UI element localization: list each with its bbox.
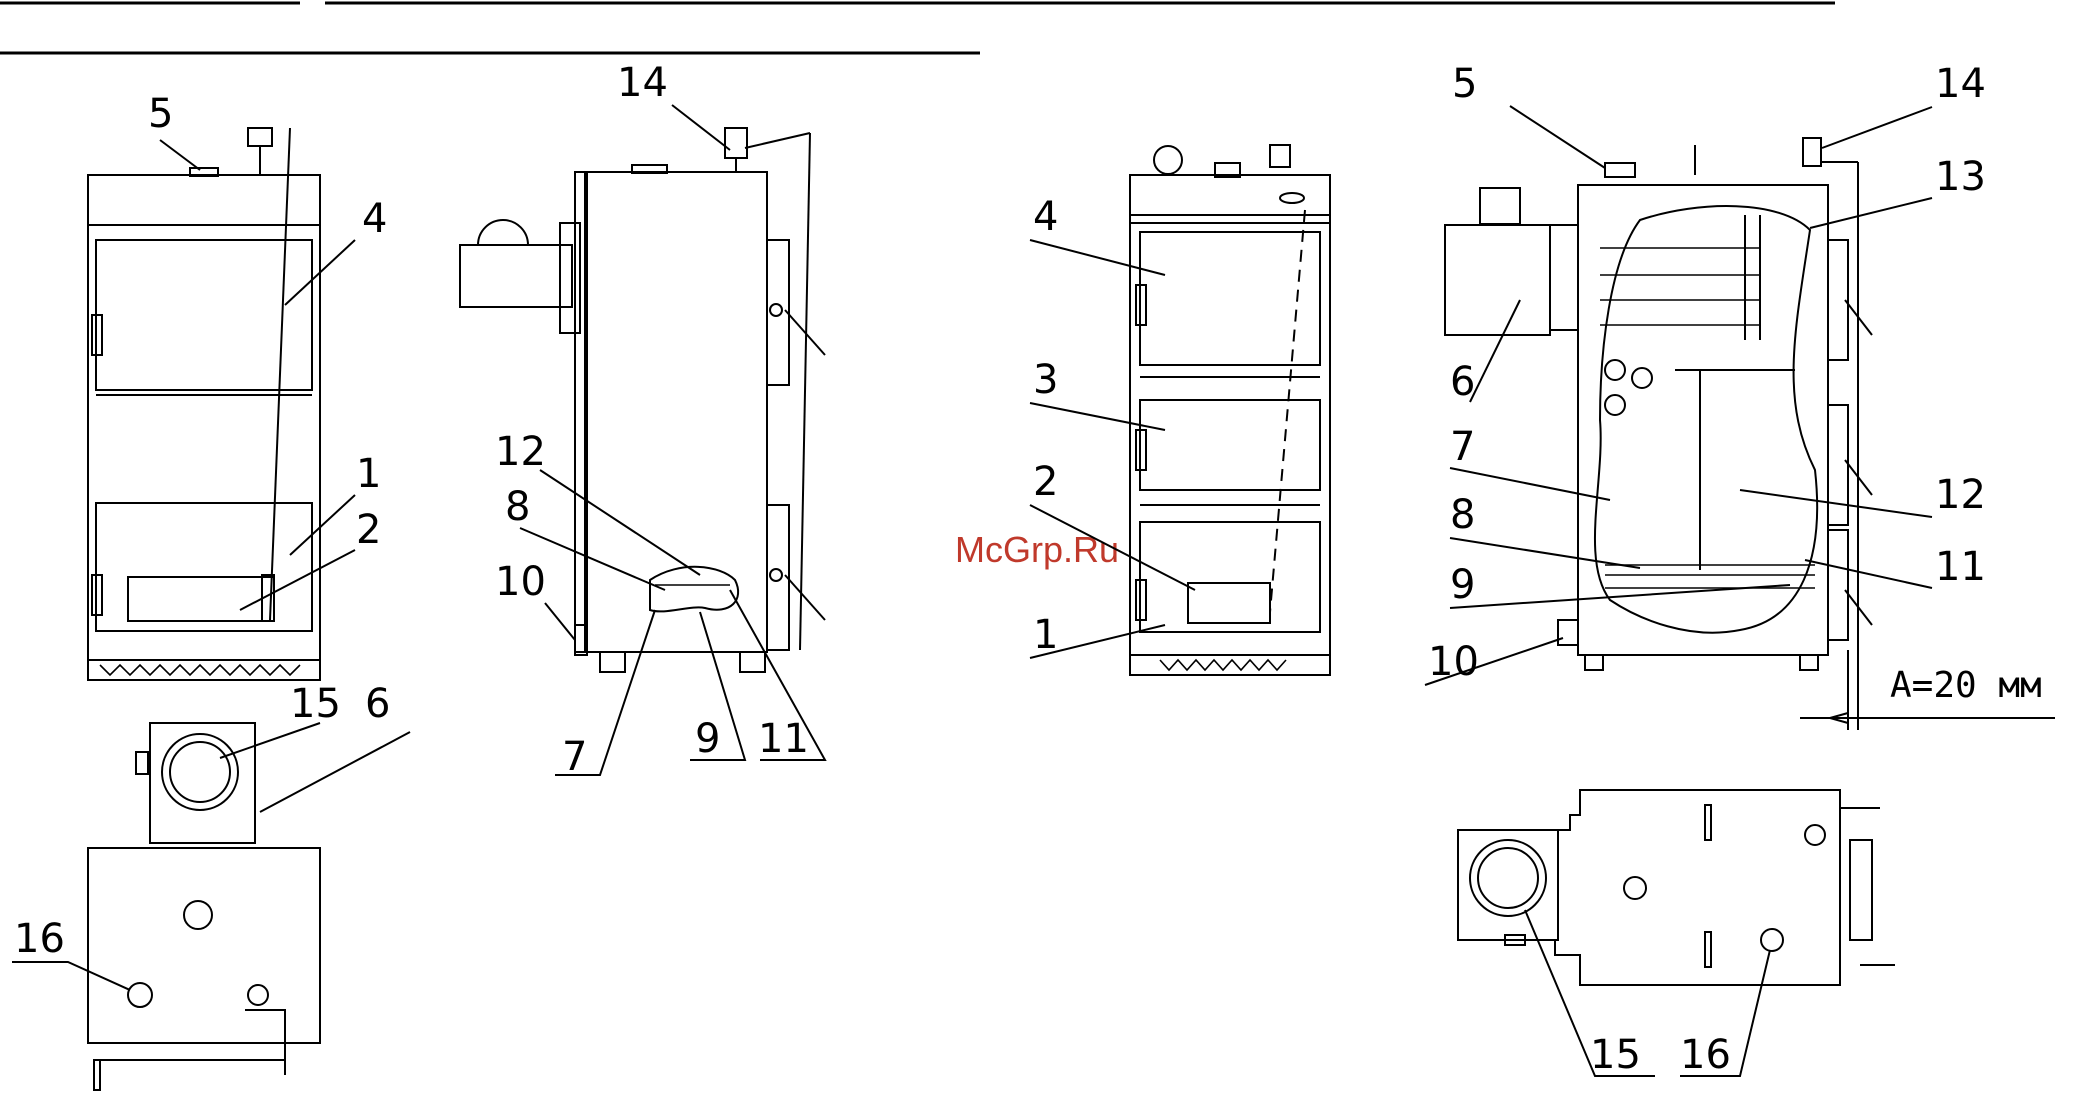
view2-front	[1129, 144, 1331, 676]
callout-9: 9	[695, 716, 720, 762]
callout-13: 13	[1935, 154, 1986, 200]
vent-pattern	[99, 663, 301, 677]
view1-front-callouts: 5 4 1 2	[148, 91, 387, 611]
view2-bottom	[1457, 789, 1895, 986]
callout-6: 6	[365, 681, 390, 727]
callout-16: 16	[1680, 1032, 1731, 1078]
callout-10: 10	[495, 559, 546, 605]
callout-3: 3	[1033, 357, 1058, 403]
callout-1: 1	[356, 451, 381, 497]
view1-side	[459, 127, 826, 673]
view1-bottom	[87, 722, 321, 1091]
view2-side-callouts: 5 14 13 6 7 12 8 11 9 10	[1424, 61, 1986, 686]
callout-1: 1	[1033, 612, 1058, 658]
callout-11: 11	[1935, 544, 1986, 590]
view2-side	[1444, 137, 1873, 730]
callout-16: 16	[14, 916, 65, 962]
callout-12: 12	[495, 429, 546, 475]
dimension-text: A=20 мм	[1890, 665, 2042, 706]
callout-10: 10	[1428, 639, 1479, 685]
watermark: McGrp.Ru	[955, 529, 1119, 570]
callout-5: 5	[1452, 61, 1477, 107]
callout-7: 7	[562, 734, 587, 780]
callout-14: 14	[617, 60, 668, 106]
callout-8: 8	[505, 484, 530, 530]
callout-4: 4	[1033, 194, 1058, 240]
dimension-a: A=20 мм	[1800, 665, 2055, 725]
callout-2: 2	[1033, 459, 1058, 505]
callout-7: 7	[1450, 424, 1475, 470]
callout-15: 15	[1590, 1032, 1641, 1078]
view1-side-callouts: 14 12 8 10 7 9 11	[495, 60, 827, 780]
header-rules	[0, 1, 1835, 55]
callout-12: 12	[1935, 472, 1986, 518]
callout-4: 4	[362, 196, 387, 242]
view2-front-callouts: 4 3 2 1	[1029, 194, 1196, 659]
callout-5: 5	[148, 91, 173, 137]
callout-9: 9	[1450, 562, 1475, 608]
view2-bottom-callouts: 15 16	[1524, 909, 1771, 1078]
view1-bottom-callouts: 15 6 16	[12, 681, 411, 991]
callout-11: 11	[758, 716, 809, 762]
view1-front	[87, 127, 321, 681]
callout-15: 15	[290, 681, 341, 727]
callout-14: 14	[1935, 61, 1986, 107]
callout-8: 8	[1450, 492, 1475, 538]
callout-2: 2	[356, 507, 381, 553]
